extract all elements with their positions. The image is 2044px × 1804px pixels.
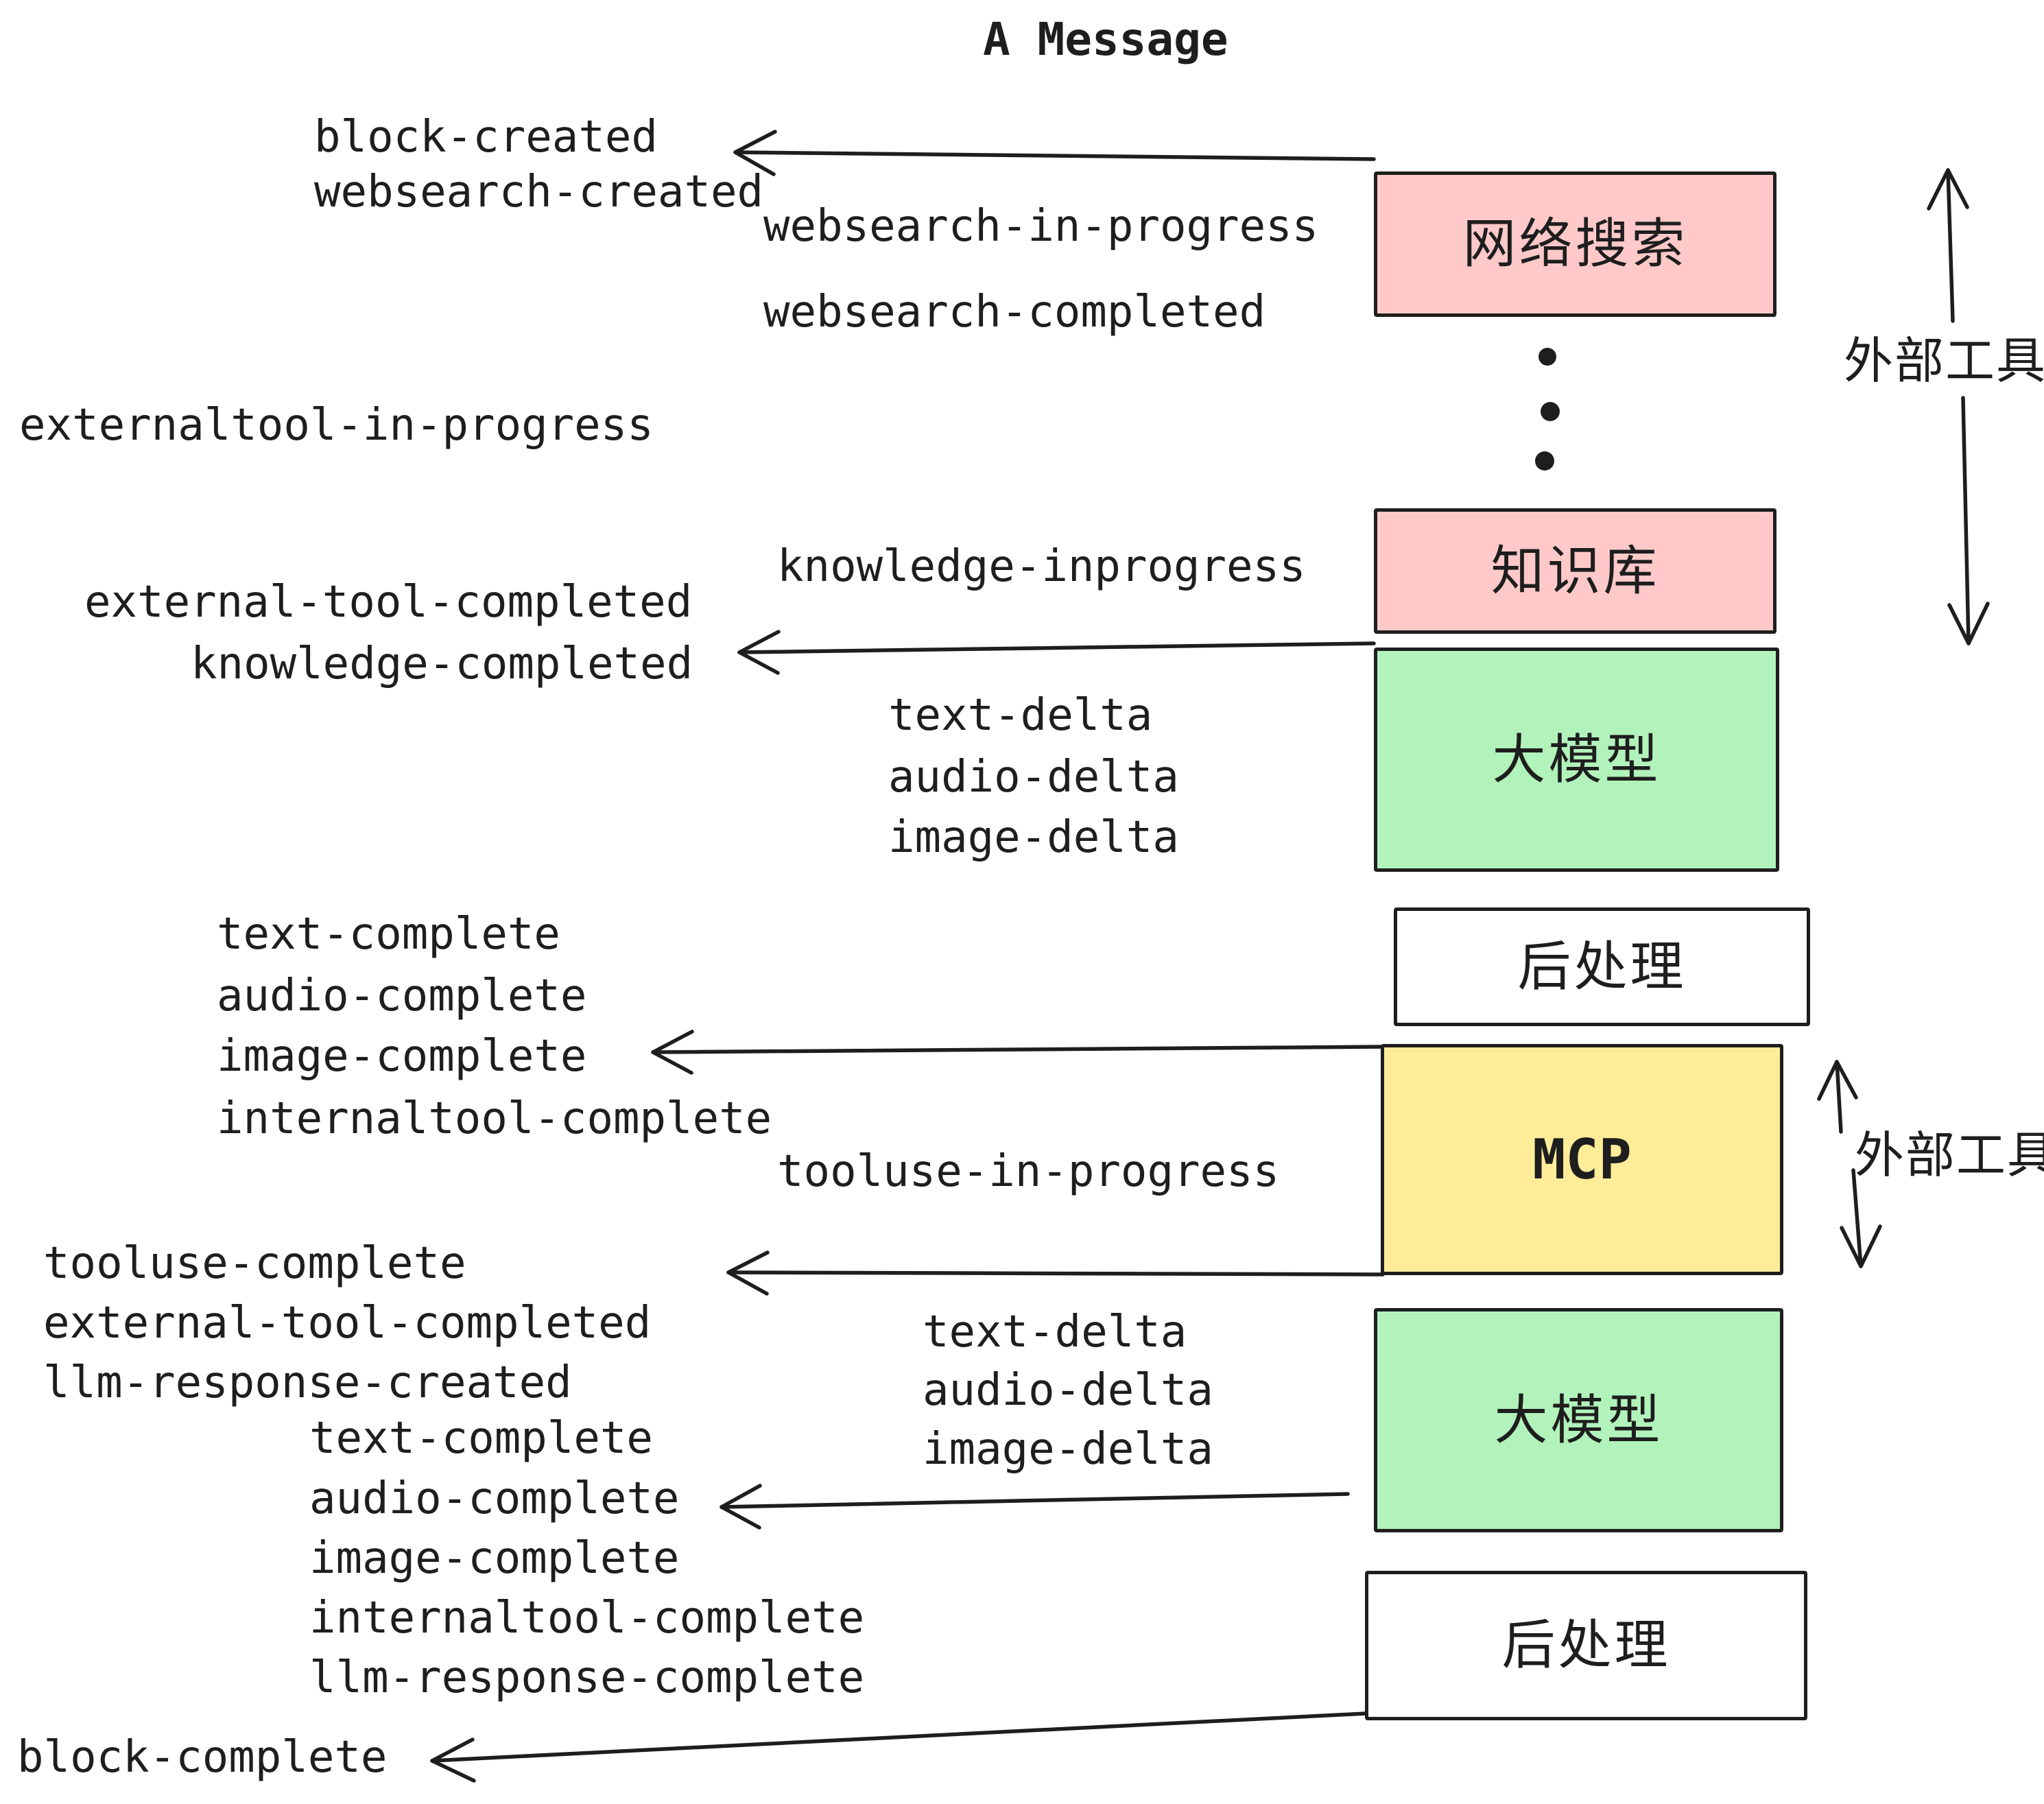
event-label-websearch-in-progress: websearch-in-progress xyxy=(763,201,1319,252)
box-postprocess-bottom-label: 后处理 xyxy=(1501,1615,1671,1676)
box-postprocess-top-label: 后处理 xyxy=(1517,936,1687,998)
external-tools-range-arrow-down-top xyxy=(1947,396,1990,645)
event-label-text-complete: text-complete xyxy=(217,909,560,960)
ellipsis-dots xyxy=(1535,348,1560,471)
event-label-block-complete: block-complete xyxy=(17,1732,388,1783)
external-tools-range-arrow-up-top xyxy=(1927,168,1969,323)
box-mcp: MCP xyxy=(1381,1044,1783,1275)
box-knowledge-label: 知识库 xyxy=(1490,540,1660,602)
box-websearch-label: 网络搜索 xyxy=(1462,213,1688,275)
diagram-title: A Message xyxy=(983,13,1228,66)
event-label-image-delta-2: image-delta xyxy=(923,1424,1213,1475)
event-label-external-tool-completed-2: external-tool-completed xyxy=(43,1298,652,1349)
arrow-to-block-complete xyxy=(430,1711,1368,1783)
event-label-audio-complete-2: audio-complete xyxy=(309,1473,680,1524)
event-label-websearch-created: websearch-created xyxy=(314,167,764,217)
event-label-block-created: block-created xyxy=(314,112,658,163)
event-label-external-tool-completed: external-tool-completed xyxy=(84,577,693,628)
event-label-knowledge-completed: knowledge-completed xyxy=(191,639,693,689)
event-label-image-delta: image-delta xyxy=(888,812,1179,863)
event-label-internaltool-complete: internaltool-complete xyxy=(217,1093,772,1144)
event-label-tooluse-in-progress: tooluse-in-progress xyxy=(777,1146,1280,1197)
box-llm-top: 大模型 xyxy=(1374,648,1779,872)
event-label-text-complete-2: text-complete xyxy=(309,1413,653,1464)
event-label-audio-delta: audio-delta xyxy=(888,752,1179,803)
event-label-websearch-completed: websearch-completed xyxy=(763,287,1266,337)
event-label-internaltool-complete-2: internaltool-complete xyxy=(309,1593,865,1643)
box-postprocess-bottom: 后处理 xyxy=(1365,1571,1807,1720)
external-tools-range-arrow-down-bottom xyxy=(1840,1168,1882,1268)
event-label-llm-response-complete: llm-response-complete xyxy=(309,1652,865,1703)
external-tools-range-arrow-up-bottom xyxy=(1817,1060,1858,1134)
box-llm-bottom-label: 大模型 xyxy=(1494,1389,1663,1451)
event-label-image-complete-2: image-complete xyxy=(309,1533,680,1584)
box-knowledge: 知识库 xyxy=(1374,508,1776,634)
external-tools-label-top: 外部工具 xyxy=(1844,332,2044,390)
event-label-text-delta: text-delta xyxy=(888,690,1153,741)
box-llm-bottom: 大模型 xyxy=(1374,1308,1783,1532)
arrow-to-block-created xyxy=(733,130,1376,176)
box-postprocess-top: 后处理 xyxy=(1394,907,1810,1026)
event-label-text-delta-2: text-delta xyxy=(923,1307,1187,1357)
arrow-to-image-complete xyxy=(651,1030,1385,1075)
event-label-llm-response-created: llm-response-created xyxy=(43,1357,572,1408)
event-label-externaltool-in-progress: externaltool-in-progress xyxy=(19,400,654,451)
box-llm-top-label: 大模型 xyxy=(1492,728,1661,791)
arrow-to-audio-complete xyxy=(720,1484,1350,1530)
box-mcp-label: MCP xyxy=(1532,1127,1632,1191)
event-label-knowledge-inprogress: knowledge-inprogress xyxy=(777,541,1306,592)
event-label-image-complete: image-complete xyxy=(217,1031,587,1082)
event-label-audio-complete: audio-complete xyxy=(217,971,587,1021)
event-label-audio-delta-2: audio-delta xyxy=(923,1365,1213,1416)
external-tools-label-bottom: 外部工具 xyxy=(1855,1126,2044,1184)
arrow-to-knowledge-completed xyxy=(737,630,1376,675)
event-label-tooluse-complete: tooluse-complete xyxy=(43,1238,466,1289)
box-websearch: 网络搜索 xyxy=(1374,171,1776,317)
arrow-to-tooluse-complete xyxy=(726,1250,1385,1296)
